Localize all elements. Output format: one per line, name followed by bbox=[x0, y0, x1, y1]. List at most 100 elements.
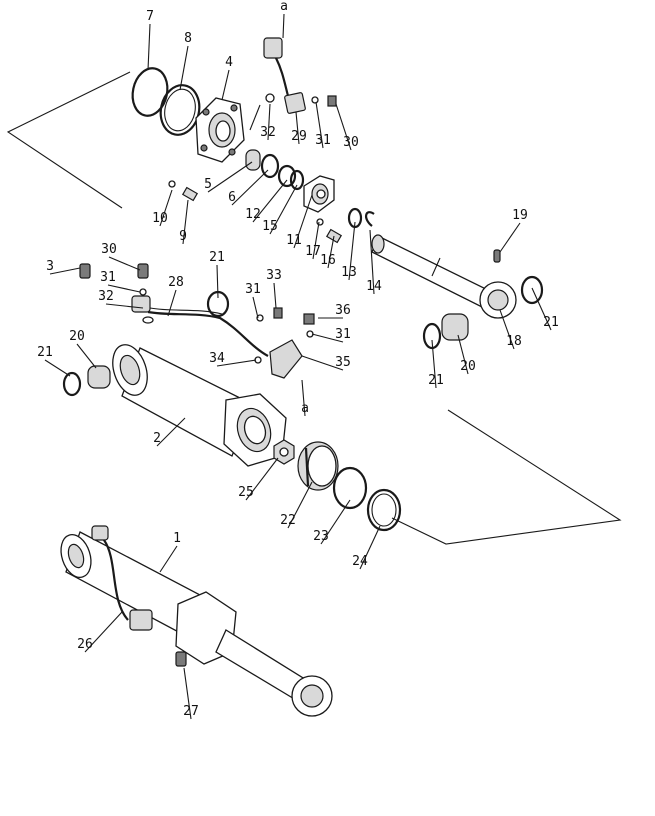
part-number: 30 bbox=[101, 242, 117, 257]
part-number: 17 bbox=[305, 244, 321, 259]
leader-line bbox=[221, 69, 230, 101]
leader-line bbox=[107, 284, 141, 293]
leader-line bbox=[273, 282, 277, 309]
callout-25: 25 bbox=[238, 457, 279, 501]
part-number: 12 bbox=[245, 207, 261, 222]
part-number: 18 bbox=[506, 334, 522, 349]
ring-23 bbox=[332, 466, 368, 510]
bracket-35 bbox=[254, 307, 315, 379]
leader-line bbox=[156, 417, 186, 447]
part-number: 7 bbox=[146, 9, 154, 24]
piston-rod-18 bbox=[371, 234, 517, 319]
part-number: 19 bbox=[512, 208, 528, 223]
callout-31: 31 bbox=[245, 282, 261, 319]
callout-19: 19 bbox=[499, 208, 528, 253]
callout-15: 15 bbox=[262, 184, 298, 235]
callout-29: 29 bbox=[291, 111, 307, 145]
part-number: 4 bbox=[225, 55, 233, 70]
o-ring-8 bbox=[159, 84, 201, 136]
part-number: 32 bbox=[98, 289, 114, 304]
leader-line bbox=[49, 267, 81, 275]
part-number: 29 bbox=[291, 129, 307, 144]
callout-16: 16 bbox=[320, 235, 336, 269]
leader-line bbox=[267, 103, 271, 141]
part-number: 31 bbox=[335, 327, 351, 342]
callout-32: 32 bbox=[98, 289, 144, 309]
part-number: a bbox=[301, 401, 309, 416]
part-number: 27 bbox=[183, 704, 199, 719]
part-number: 31 bbox=[245, 282, 261, 297]
leader-line bbox=[252, 296, 259, 319]
callout-3: 3 bbox=[46, 259, 81, 275]
part-number: 10 bbox=[152, 211, 168, 226]
tube-28 bbox=[147, 307, 269, 357]
bushing-set-left bbox=[62, 365, 111, 397]
callout-9: 9 bbox=[179, 199, 189, 245]
leader-line bbox=[167, 289, 177, 317]
callout-8: 8 bbox=[179, 31, 192, 91]
callout-36: 36 bbox=[318, 303, 351, 319]
leader-line bbox=[335, 103, 352, 151]
callout-13: 13 bbox=[341, 221, 357, 281]
callout-20: 20 bbox=[457, 334, 476, 375]
callout-7: 7 bbox=[146, 9, 154, 71]
upper-tube-assembly bbox=[249, 37, 337, 131]
nut-25 bbox=[273, 439, 295, 465]
leader-line bbox=[252, 179, 288, 223]
callout-27: 27 bbox=[183, 667, 199, 720]
part-number: 35 bbox=[335, 355, 351, 370]
callout-4: 4 bbox=[221, 55, 233, 101]
callout-33: 33 bbox=[266, 268, 282, 309]
part-number: 31 bbox=[315, 133, 331, 148]
part-number: 6 bbox=[228, 190, 236, 205]
seal-stack bbox=[245, 149, 305, 191]
part-number: 5 bbox=[204, 177, 212, 192]
part-number: 24 bbox=[352, 554, 368, 569]
part-number: 25 bbox=[238, 485, 254, 500]
leader-line bbox=[105, 303, 144, 309]
leader-line bbox=[359, 525, 381, 570]
head-flange-4 bbox=[195, 97, 245, 163]
callout-1: 1 bbox=[159, 531, 181, 573]
leader-line bbox=[301, 355, 344, 371]
part-number: 14 bbox=[366, 279, 382, 294]
leader-line bbox=[231, 169, 269, 206]
leader-line bbox=[245, 457, 279, 501]
callout-31: 31 bbox=[100, 270, 141, 293]
part-number: 32 bbox=[260, 125, 276, 140]
callout-31: 31 bbox=[315, 101, 331, 149]
callout-a: a bbox=[301, 379, 309, 417]
leader-line bbox=[282, 13, 285, 39]
part-number: 21 bbox=[543, 315, 559, 330]
leader-line bbox=[182, 199, 189, 245]
callout-a: a bbox=[280, 0, 288, 39]
leader-line bbox=[369, 229, 375, 295]
part-number: 20 bbox=[69, 329, 85, 344]
callout-21: 21 bbox=[37, 345, 71, 377]
part-number: 26 bbox=[77, 637, 93, 652]
part-number: 8 bbox=[184, 31, 192, 46]
callout-31: 31 bbox=[311, 327, 351, 343]
leader-line bbox=[207, 161, 253, 193]
leader-line bbox=[431, 339, 437, 389]
leader-line bbox=[84, 611, 123, 653]
assembled-cylinder-1 bbox=[60, 525, 333, 717]
part-number: a bbox=[280, 0, 288, 14]
part-number: 23 bbox=[313, 529, 329, 544]
group-brackets bbox=[6, 71, 622, 545]
leader-line bbox=[216, 264, 219, 299]
callout-34: 34 bbox=[209, 351, 257, 367]
callout-6: 6 bbox=[228, 169, 269, 206]
part-number: 15 bbox=[262, 219, 278, 234]
callout-26: 26 bbox=[77, 611, 123, 653]
callout-32: 32 bbox=[260, 103, 276, 141]
callout-11: 11 bbox=[286, 194, 313, 249]
leader-line bbox=[499, 309, 515, 350]
part-number: 9 bbox=[179, 229, 187, 244]
leader-line bbox=[216, 359, 257, 367]
leader-line bbox=[327, 235, 335, 269]
leader-line bbox=[44, 359, 71, 377]
part-number: 21 bbox=[428, 373, 444, 388]
callout-30: 30 bbox=[335, 103, 359, 151]
